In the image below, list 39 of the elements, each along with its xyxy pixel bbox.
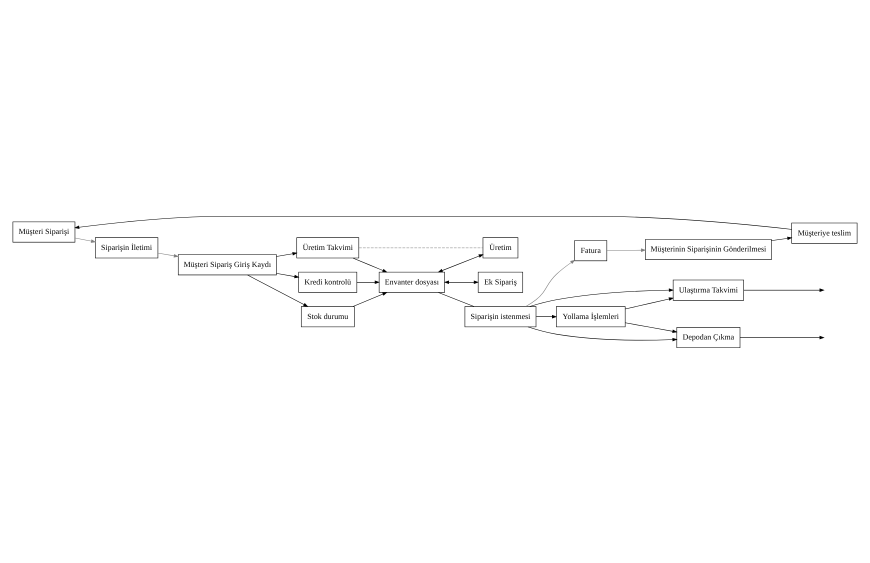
arrow (276, 272, 300, 278)
node-box: Müşteri Siparişi (12, 221, 76, 242)
arrow (624, 296, 674, 309)
node-box: Müşteri Sipariş Giriş Kaydı (178, 254, 277, 275)
arrow (438, 254, 484, 272)
connector (358, 247, 484, 248)
arrow (74, 215, 792, 230)
arrow (743, 288, 825, 292)
node-box: Depodan Çıkma (676, 326, 740, 348)
arrow (528, 326, 678, 341)
arrow (444, 280, 479, 284)
arrow (740, 335, 825, 339)
arrow (276, 252, 298, 256)
node-box: Envanter dosyası (378, 271, 445, 292)
node-box: Ulaştırma Takvimi (672, 279, 744, 300)
node-box: Müşterinin Siparişinin Gönderilmesi (645, 238, 772, 260)
node-box: Stok durumu (300, 306, 355, 327)
arrow (356, 280, 380, 284)
node-box: Siparişin İletimi (95, 236, 158, 258)
node-box: Fatura (574, 240, 608, 261)
arrow (525, 259, 576, 306)
arrow (158, 252, 179, 258)
node-box: Yollama İşlemleri (556, 306, 626, 327)
connector (438, 292, 474, 306)
node-box: Siparişin istenmesi (464, 306, 536, 327)
node-box: Müşteriye teslim (791, 222, 858, 244)
arrow (536, 314, 558, 318)
node-box: Üretim Takvimi (296, 236, 360, 258)
node-box: Ek Sipariş (478, 271, 524, 292)
arrow (352, 292, 388, 306)
arrow (74, 237, 96, 242)
arrow (352, 257, 388, 272)
node-box: Üretim (482, 236, 518, 258)
arrow (624, 322, 678, 332)
arrow (606, 248, 646, 252)
node-box: Kredi kontrolü (298, 271, 358, 292)
arrow (247, 274, 308, 306)
arrow (771, 236, 792, 240)
arrow (529, 288, 674, 306)
